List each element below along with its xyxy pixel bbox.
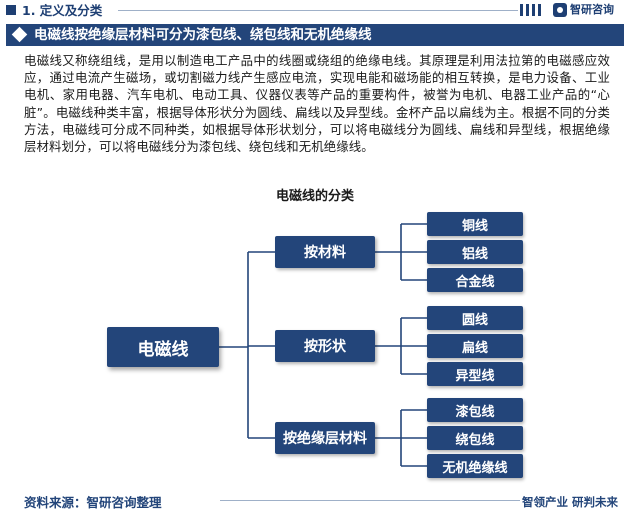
brand-name: 智研咨询 [570,3,614,16]
leaf-node: 异型线 [427,362,523,386]
leaf-node: 圆线 [427,306,523,330]
leaf-node: 漆包线 [427,398,523,422]
leaf-node: 无机绝缘线 [427,454,523,478]
header-stripes-decoration [520,4,544,16]
brand-logo-icon [553,3,567,17]
footer-brand: 智领产业 研判未来 [522,495,619,509]
category-node: 按绝缘层材料 [275,422,375,454]
intro-paragraph: 电磁线又称绕组线，是用以制造电工产品中的线圈或绕组的绝缘电线。其原理是利用法拉第… [24,53,610,155]
leaf-node: 扁线 [427,334,523,358]
page-title: 电磁线按绝缘层材料可分为漆包线、绕包线和无机绝缘线 [34,27,372,43]
leaf-node: 铜线 [427,212,523,236]
leaf-node: 合金线 [427,268,523,292]
data-source: 资料来源：智研咨询整理 [24,495,162,510]
category-node: 按形状 [275,330,375,362]
leaf-node: 绕包线 [427,426,523,450]
header-divider [118,10,518,11]
section-square-icon [6,5,16,15]
title-bar: 电磁线按绝缘层材料可分为漆包线、绕包线和无机绝缘线 [6,24,624,46]
section-header: 1. 定义及分类 智研咨询 [0,0,630,22]
category-node: 按材料 [275,236,375,268]
leaf-node: 铝线 [427,240,523,264]
root-node: 电磁线 [107,327,219,367]
diagram-title: 电磁线的分类 [275,189,354,204]
section-title: 1. 定义及分类 [22,3,103,18]
footer-divider [220,500,520,501]
